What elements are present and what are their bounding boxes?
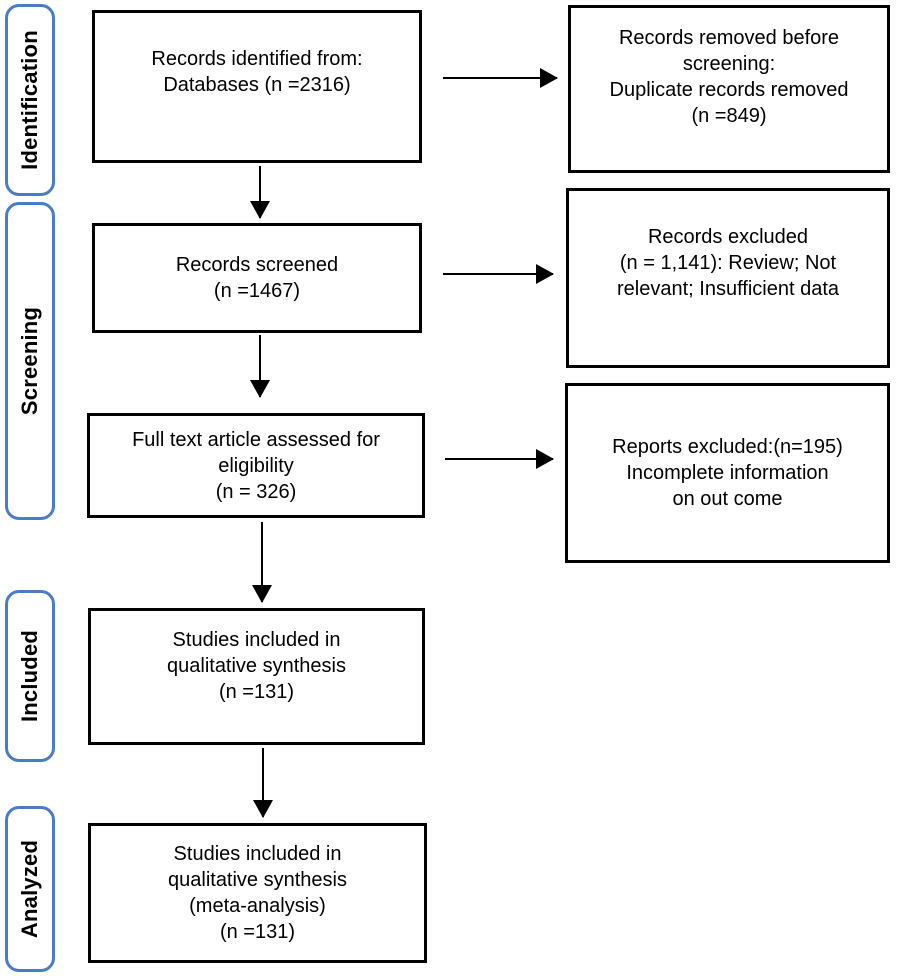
box-records-identified: Records identified from: Databases (n =2…: [92, 10, 422, 163]
box-records-screened-text: Records screened (n =1467): [175, 254, 339, 302]
box-records-excluded: Records excluded (n = 1,141): Review; No…: [566, 188, 890, 368]
box-records-excluded-text: Records excluded (n = 1,141): Review; No…: [617, 226, 839, 300]
stage-included-label: Included: [17, 629, 42, 723]
stage-screening: Screening: [5, 202, 55, 520]
box-records-screened: Records screened (n =1467): [92, 223, 422, 333]
box-reports-excluded-text: Reports excluded:(n=195) Incomplete info…: [612, 436, 843, 510]
stage-analyzed-label: Analyzed: [17, 839, 42, 939]
box-studies-included-meta: Studies included in qualitative synthesi…: [88, 823, 427, 963]
stage-analyzed: Analyzed: [5, 806, 55, 972]
box-studies-included-meta-text: Studies included in qualitative synthesi…: [168, 843, 347, 943]
box-studies-included-qualitative: Studies included in qualitative synthesi…: [88, 608, 425, 745]
stage-included: Included: [5, 590, 55, 762]
box-reports-excluded: Reports excluded:(n=195) Incomplete info…: [565, 383, 890, 563]
box-records-removed-before-screening-text: Records removed before screening: Duplic…: [609, 27, 849, 127]
stage-screening-label: Screening: [17, 306, 43, 416]
box-studies-included-qualitative-text: Studies included in qualitative synthesi…: [167, 628, 346, 703]
box-fulltext-assessed-text: Full text article assessed for eligibili…: [132, 428, 380, 503]
box-fulltext-assessed: Full text article assessed for eligibili…: [87, 413, 425, 518]
stage-identification-label: Identification: [17, 30, 43, 170]
box-records-removed-before-screening: Records removed before screening: Duplic…: [568, 5, 890, 173]
stage-identification: Identification: [5, 4, 55, 196]
box-records-identified-text: Records identified from: Databases (n =2…: [151, 47, 363, 96]
